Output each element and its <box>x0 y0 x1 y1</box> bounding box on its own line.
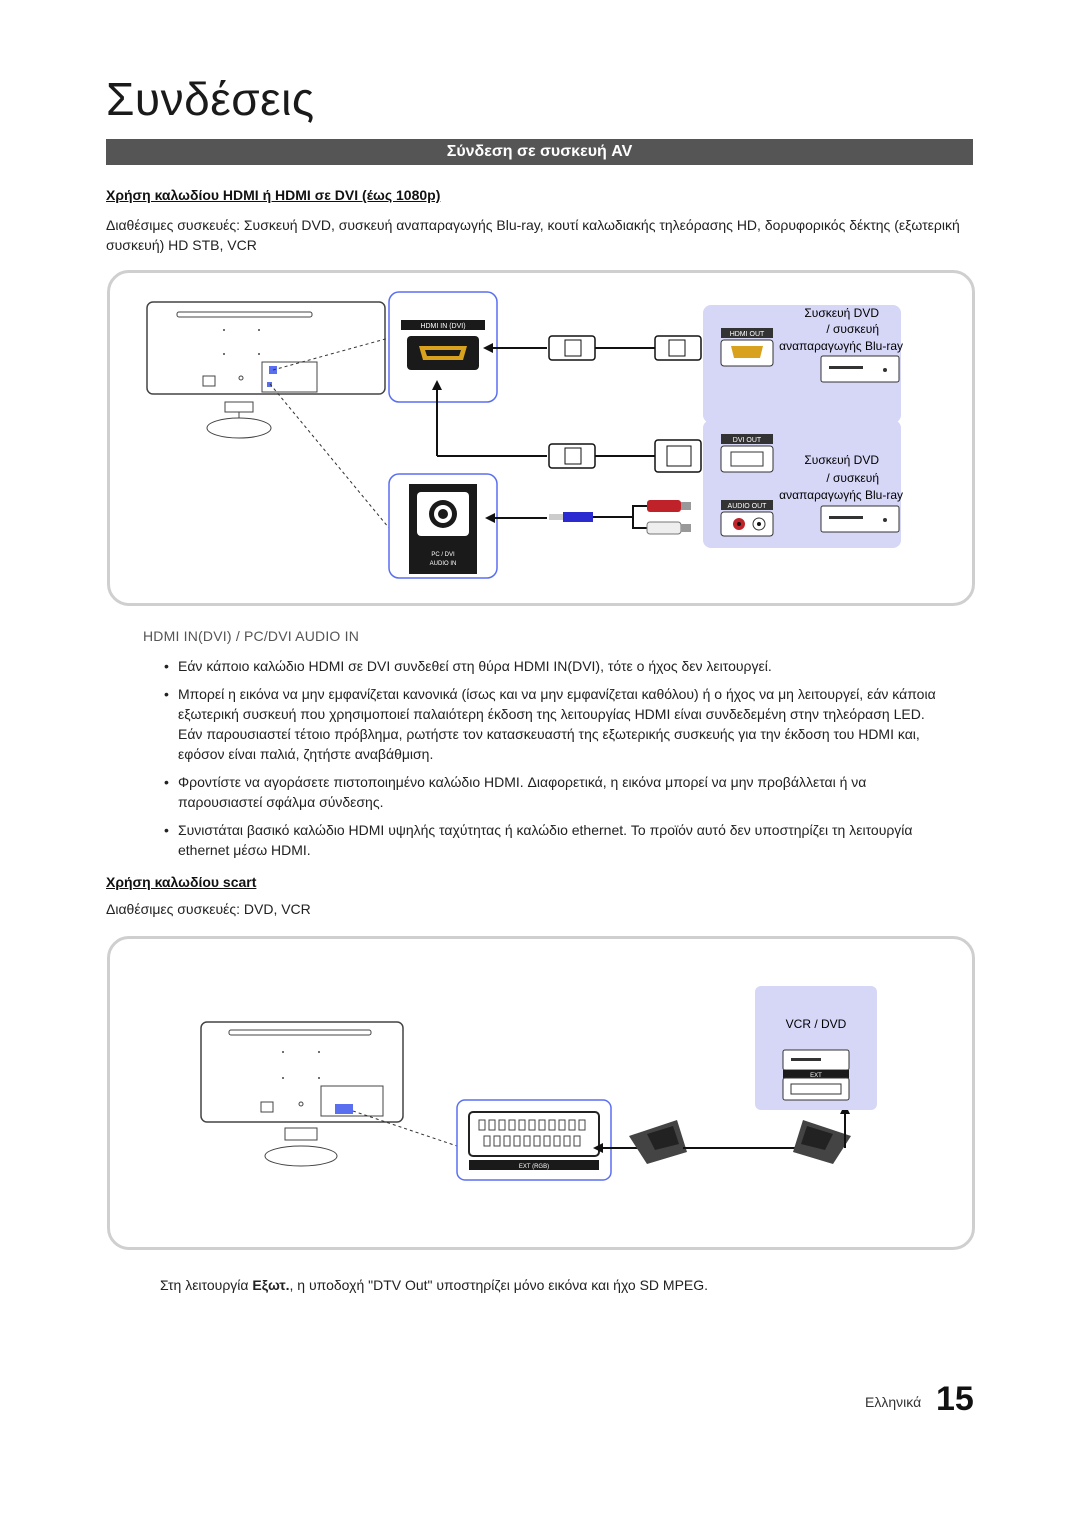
hdmi-in-label: HDMI IN (DVI) <box>420 323 465 330</box>
device-panel-dvi-audio-out <box>703 420 901 548</box>
hdmi-in-panel <box>388 291 498 403</box>
port-heading: HDMI IN(DVI) / PC/DVI AUDIO IN <box>143 628 360 644</box>
page-title: Συνδέσεις <box>106 73 315 125</box>
hdmi-out-label: HDMI OUT <box>730 331 765 338</box>
scart-note-bold: Εξωτ. <box>252 1277 290 1293</box>
ext-rgb-label: EXT (RGB) <box>519 1164 549 1170</box>
device-panel-hdmi-out <box>703 305 901 423</box>
footer-language: Ελληνικά <box>865 1394 922 1410</box>
pc-dvi-label: PC / DVI <box>431 552 455 558</box>
ext-rgb-panel <box>456 1099 612 1181</box>
device2-label-line3: αναπαραγωγής Blu-ray <box>779 488 903 502</box>
scart-note-suffix: , η υποδοχή "DTV Out" υποστηρίζει μόνο ε… <box>289 1277 709 1293</box>
device2-label-line2: / συσκευή <box>826 471 879 485</box>
device1-label-line2: / συσκευή <box>826 322 879 336</box>
device1-label-line1: Συσκευή DVD <box>804 306 879 320</box>
vcr-dvd-label: VCR / DVD <box>786 1017 847 1031</box>
scart-diagram: VCR / DVD EXT EXT (RGB) <box>200 986 877 1181</box>
audio-in-label: AUDIO IN <box>430 561 457 567</box>
tv-back-illustration <box>146 301 386 439</box>
scart-heading: Χρήση καλωδίου scart <box>106 874 257 890</box>
hdmi-notes-list: Εάν κάποιο καλώδιο HDMI σε DVI συνδεθεί … <box>160 656 946 864</box>
scart-devices-text: Διαθέσιμες συσκευές: DVD, VCR <box>106 901 311 917</box>
audio-cable <box>549 500 691 535</box>
scart-note: Στη λειτουργία Εξωτ., η υποδοχή "DTV Out… <box>160 1275 708 1295</box>
scart-cable <box>629 1120 851 1164</box>
ext-label: EXT <box>810 1073 822 1079</box>
audio-out-label: AUDIO OUT <box>728 503 768 510</box>
hdmi-note-2: Μπορεί η εικόνα να μην εμφανίζεται κανον… <box>160 684 946 764</box>
section-bar: Σύνδεση σε συσκευή AV <box>106 139 973 165</box>
hdmi-note-1: Εάν κάποιο καλώδιο HDMI σε DVI συνδεθεί … <box>160 656 946 676</box>
hdmi-devices-text: Διαθέσιμες συσκευές: Συσκευή DVD, συσκευ… <box>106 217 960 253</box>
hdmi-cable <box>548 335 702 361</box>
hdmi-diagram: HDMI IN (DVI) PC / DVI AUDIO IN HDMI OUT… <box>146 291 903 579</box>
vcr-dvd-panel <box>755 986 877 1110</box>
tv-back-illustration <box>200 1021 404 1167</box>
hdmi-heading: Χρήση καλωδίου HDMI ή HDMI σε DVI (έως 1… <box>106 187 441 203</box>
scart-note-prefix: Στη λειτουργία <box>160 1277 253 1293</box>
device1-label-line3: αναπαραγωγής Blu-ray <box>779 339 903 353</box>
hdmi-dvi-cable <box>548 439 702 473</box>
pc-audio-in-panel <box>388 473 498 579</box>
page-number: 15 <box>936 1380 974 1418</box>
hdmi-note-4: Συνιστάται βασικό καλώδιο HDMI υψηλής τα… <box>160 820 946 860</box>
hdmi-note-3: Φροντίστε να αγοράσετε πιστοποιημένο καλ… <box>160 772 946 812</box>
device2-label-line1: Συσκευή DVD <box>804 453 879 467</box>
dvi-out-label: DVI OUT <box>733 437 762 444</box>
